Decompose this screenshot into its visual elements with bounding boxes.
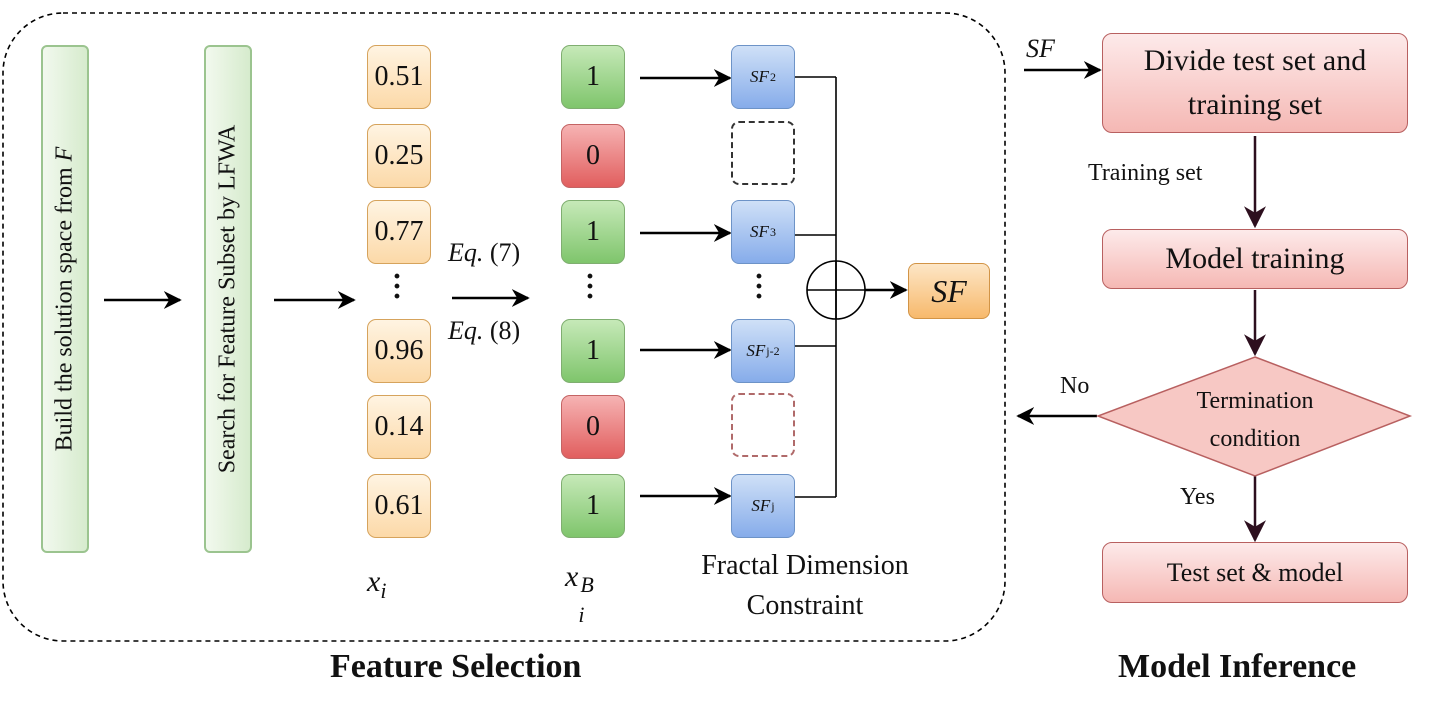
equation-7-number: (7) [489, 238, 521, 267]
equation-7-label: Eq. (7) [448, 238, 520, 268]
fractal-dimension-label: Fractal Dimension Constraint [655, 546, 955, 626]
sf-box-j-minus-2-base: SF [746, 341, 766, 360]
model-inference-title: Model Inference [1118, 648, 1357, 685]
sf-box-3-sub: 3 [769, 224, 776, 239]
fractal-label-line1: Fractal Dimension [701, 550, 909, 581]
model-training-box: Model training [1102, 229, 1408, 289]
binary-column-sup: B [580, 572, 594, 597]
sf-column-ellipsis: ··· [754, 260, 765, 313]
divide-sets-box: Divide test set and training set [1102, 33, 1408, 133]
binary-cell-4: 1 [561, 319, 625, 383]
x-column-ellipsis: ··· [392, 260, 403, 313]
decision-line1: Termination [1196, 388, 1314, 414]
sf-input-label: SF [1026, 34, 1055, 63]
divide-sets-line2: training set [1187, 88, 1323, 121]
binary-cell-1: 1 [561, 45, 625, 109]
training-set-label: Training set [1088, 160, 1203, 186]
sf-box-3-base: SF [750, 222, 769, 241]
sf-box-2-base: SF [750, 67, 769, 86]
empty-slot-1 [731, 121, 795, 185]
x-value-cell-3: 0.77 [367, 200, 431, 264]
binary-column-label: x B i [565, 560, 600, 627]
build-solution-space-box: Build the solution space from F [41, 45, 89, 553]
empty-slot-2 [731, 393, 795, 457]
feature-selection-title: Feature Selection [330, 648, 582, 685]
equation-8-prefix: Eq. [448, 316, 484, 345]
binary-column-ellipsis: ··· [585, 260, 596, 313]
feature-selection-panel [2, 12, 1006, 642]
x-column-label: xi [367, 565, 386, 604]
solution-space-symbol: F [51, 146, 78, 162]
divide-sets-line1: Divide test set and [1143, 44, 1367, 77]
x-column-sub: i [380, 578, 387, 603]
binary-column-sub: i [578, 602, 585, 627]
termination-decision [1095, 356, 1413, 477]
search-feature-subset-label: Search for Feature Subset by LFWA [214, 124, 241, 474]
equation-8-label: Eq. (8) [448, 316, 520, 346]
search-feature-subset-box: Search for Feature Subset by LFWA [204, 45, 252, 553]
binary-cell-2: 0 [561, 124, 625, 188]
binary-column-var: x [565, 560, 579, 593]
x-value-cell-4: 0.96 [367, 319, 431, 383]
test-set-model-box: Test set & model [1102, 542, 1408, 603]
yes-label: Yes [1180, 484, 1215, 510]
sf-box-j-sub: j [771, 498, 775, 513]
flow-arrows-left [104, 69, 732, 505]
decision-line2: condition [1209, 426, 1301, 452]
x-value-cell-6: 0.61 [367, 474, 431, 538]
binary-cell-6: 1 [561, 474, 625, 538]
x-value-cell-1: 0.51 [367, 45, 431, 109]
sf-box-2-sub: 2 [769, 69, 776, 84]
equation-8-number: (8) [489, 316, 521, 345]
no-label: No [1060, 373, 1090, 399]
binary-cell-5: 0 [561, 395, 625, 459]
sf-box-j-minus-2-sub: j-2 [766, 343, 780, 358]
build-solution-space-text: Build the solution space from F [52, 147, 79, 452]
sf-box-j-base: SF [751, 496, 771, 515]
build-solution-space-label: Build the solution space from [51, 167, 78, 452]
x-value-cell-2: 0.25 [367, 124, 431, 188]
x-value-cell-5: 0.14 [367, 395, 431, 459]
decision-text: Termination condition [1155, 382, 1355, 458]
x-column-var: x [367, 565, 381, 598]
equation-7-prefix: Eq. [448, 238, 484, 267]
fractal-label-line2: Constraint [746, 590, 864, 621]
sum-operator [806, 260, 866, 320]
sum-connectors [794, 76, 837, 498]
binary-cell-3: 1 [561, 200, 625, 264]
sf-output-box: SF [908, 263, 990, 319]
flow-arrows-right [1016, 61, 1266, 543]
